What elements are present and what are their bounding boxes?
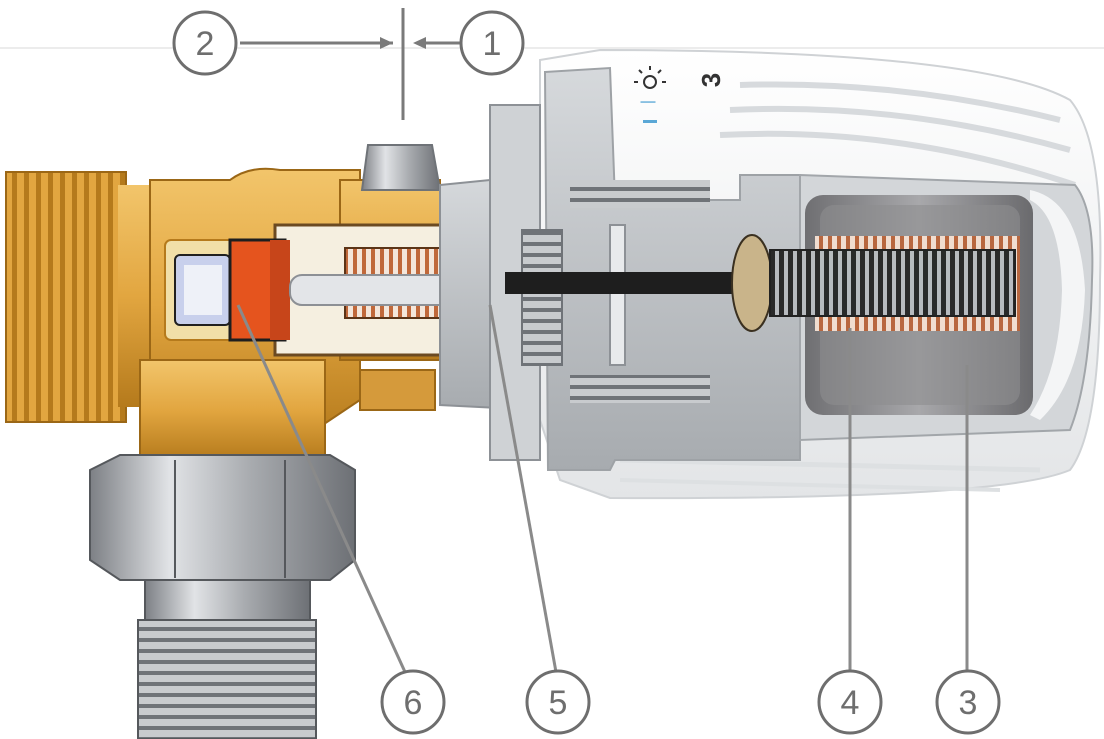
callout-3: 3	[935, 669, 1001, 735]
sensor-spring	[769, 249, 1016, 317]
callout-6-label: 6	[404, 684, 423, 722]
leader-lines	[236, 8, 969, 673]
callout-5-label: 5	[549, 684, 568, 722]
inlet-thread	[5, 171, 127, 423]
sun-icon	[643, 75, 657, 89]
outlet-thread	[137, 619, 317, 739]
dial-markings: 3 |	[634, 66, 726, 123]
dial-mark: |	[639, 100, 656, 104]
callout-4-label: 4	[841, 684, 860, 722]
chrome-cap	[360, 144, 442, 191]
callout-1: 1	[459, 10, 525, 76]
leader-5	[488, 304, 558, 673]
callout-3-label: 3	[959, 684, 978, 722]
callout-5: 5	[525, 669, 591, 735]
leader-6	[236, 304, 407, 673]
pressure-plate	[731, 234, 773, 332]
callout-1-label: 1	[483, 25, 502, 63]
push-rod	[505, 272, 755, 294]
outlet-fitting	[89, 454, 356, 739]
dial-setting: 3	[696, 73, 726, 87]
callout-2: 2	[172, 10, 238, 76]
callout-4: 4	[817, 669, 883, 735]
callout-2-label: 2	[196, 25, 215, 63]
callout-6: 6	[380, 669, 446, 735]
